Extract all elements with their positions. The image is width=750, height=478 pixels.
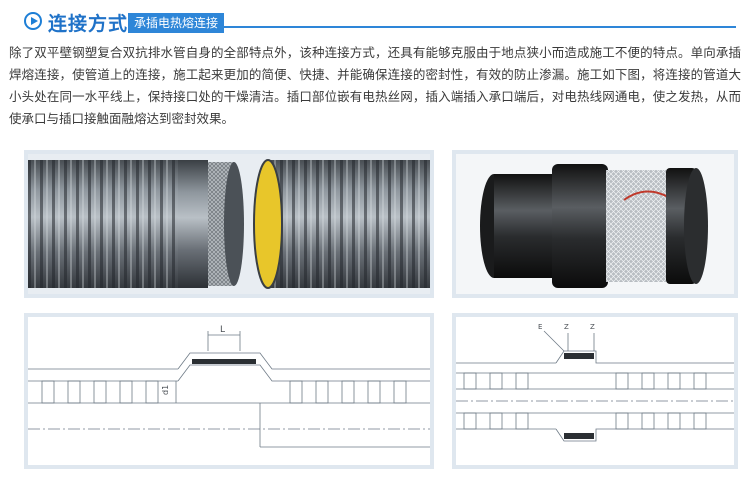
electrofusion-sleeve-photo bbox=[456, 154, 734, 294]
section-joint-diagram: E Z Z bbox=[456, 317, 734, 465]
figure-electrofusion-sleeve bbox=[452, 150, 738, 298]
section-subtitle: 承插电热熔连接 bbox=[128, 13, 225, 33]
dimension-label-d1: d1 bbox=[161, 385, 170, 395]
diagram-label-z2: Z bbox=[590, 323, 595, 331]
diagram-label-e: E bbox=[538, 323, 542, 331]
header-rule bbox=[128, 26, 736, 28]
figure-section-diagram: E Z Z bbox=[452, 313, 738, 469]
diagram-label-z1: Z bbox=[564, 323, 569, 331]
dimension-label-l: L bbox=[220, 325, 225, 335]
section-header: 连接方式 承插电热熔连接 bbox=[24, 8, 736, 36]
section-title: 连接方式 bbox=[48, 13, 129, 35]
figure-socket-diagram: L d1 bbox=[24, 313, 434, 469]
description-paragraph: 除了双平壁钢塑复合双抗排水管自身的全部特点外，该种连接方式，还具有能够克服由于地… bbox=[9, 45, 741, 126]
play-circle-icon bbox=[24, 12, 42, 30]
socket-joint-diagram: L d1 bbox=[28, 317, 430, 465]
figure-corrugated-pipes bbox=[24, 150, 434, 298]
corrugated-pipes-photo bbox=[28, 154, 430, 294]
